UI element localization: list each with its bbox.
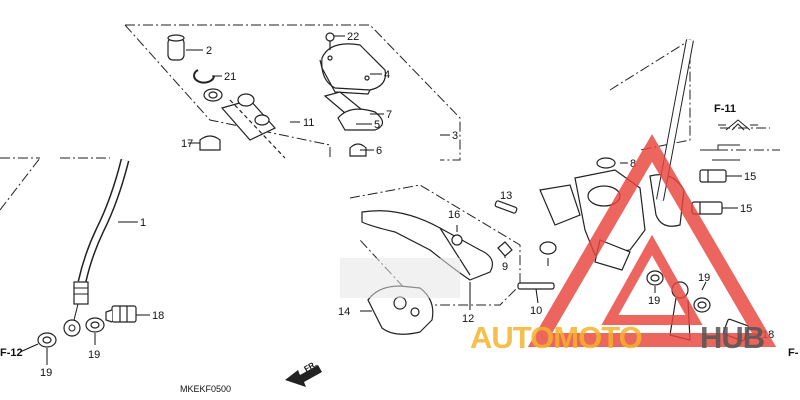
watermark-text-hub: HUB: [700, 320, 764, 355]
callout-17: 17: [181, 138, 193, 150]
part-20-circlip: [193, 69, 215, 84]
f11-mark: [708, 119, 758, 161]
callout-18-left: 18: [152, 310, 164, 322]
part-13-spring: [494, 200, 518, 214]
part-18-bolt: [111, 305, 137, 323]
callout-3: 3: [452, 130, 458, 142]
callout-12: 12: [462, 313, 474, 325]
callout-6: 6: [376, 145, 382, 157]
callout-15-a: 15: [744, 171, 756, 183]
part-8-cap: [596, 157, 616, 169]
assembly-outline-upper: [125, 24, 461, 161]
front-arrow: [285, 365, 322, 387]
callout-19-b: 19: [88, 349, 100, 361]
callout-1: 1: [140, 217, 146, 229]
part-9-bolt: [497, 241, 513, 257]
part-6-float: [349, 143, 367, 157]
callout-15-b: 15: [740, 203, 752, 215]
part-21-screw: [325, 32, 335, 42]
callout-20: 21: [224, 71, 236, 83]
callout-9: 9: [502, 261, 508, 273]
callout-8: 8: [630, 158, 636, 170]
callout-5: 5: [374, 119, 380, 131]
callout-11: 11: [303, 117, 314, 129]
callout-19-a: 19: [40, 367, 52, 379]
callout-19-d: 19: [698, 272, 710, 284]
assembly-outline-right: [609, 39, 691, 151]
callout-10: 10: [530, 305, 542, 317]
part-10-pin: [517, 282, 555, 290]
watermark-text-automoto: AUTOMOTO: [470, 320, 642, 355]
callout-16: 16: [448, 209, 460, 221]
callout-4: 4: [384, 69, 390, 81]
part-16-pivot: [451, 234, 463, 246]
callout-13: 13: [500, 190, 512, 202]
part-4-cap: [321, 43, 387, 91]
ref-f12: F-12: [0, 347, 23, 359]
ref-f11: F-11: [714, 103, 736, 115]
assembly-outline-left: [124, 24, 331, 160]
callout-7: 7: [386, 109, 392, 121]
part-17-cap: [199, 135, 221, 151]
ref-f-right: F-: [788, 347, 799, 359]
bracket: [539, 184, 581, 226]
callout-14: 14: [338, 306, 350, 318]
callout-19-c: 19: [648, 295, 660, 307]
callout-21: 22: [347, 31, 359, 43]
diagram-code: MKEKF0500: [180, 384, 231, 394]
callout-2: 2: [206, 45, 212, 57]
part-15-bolt-a: [699, 169, 727, 183]
grayed-area: [340, 258, 460, 298]
watermark-logo: [527, 134, 777, 347]
